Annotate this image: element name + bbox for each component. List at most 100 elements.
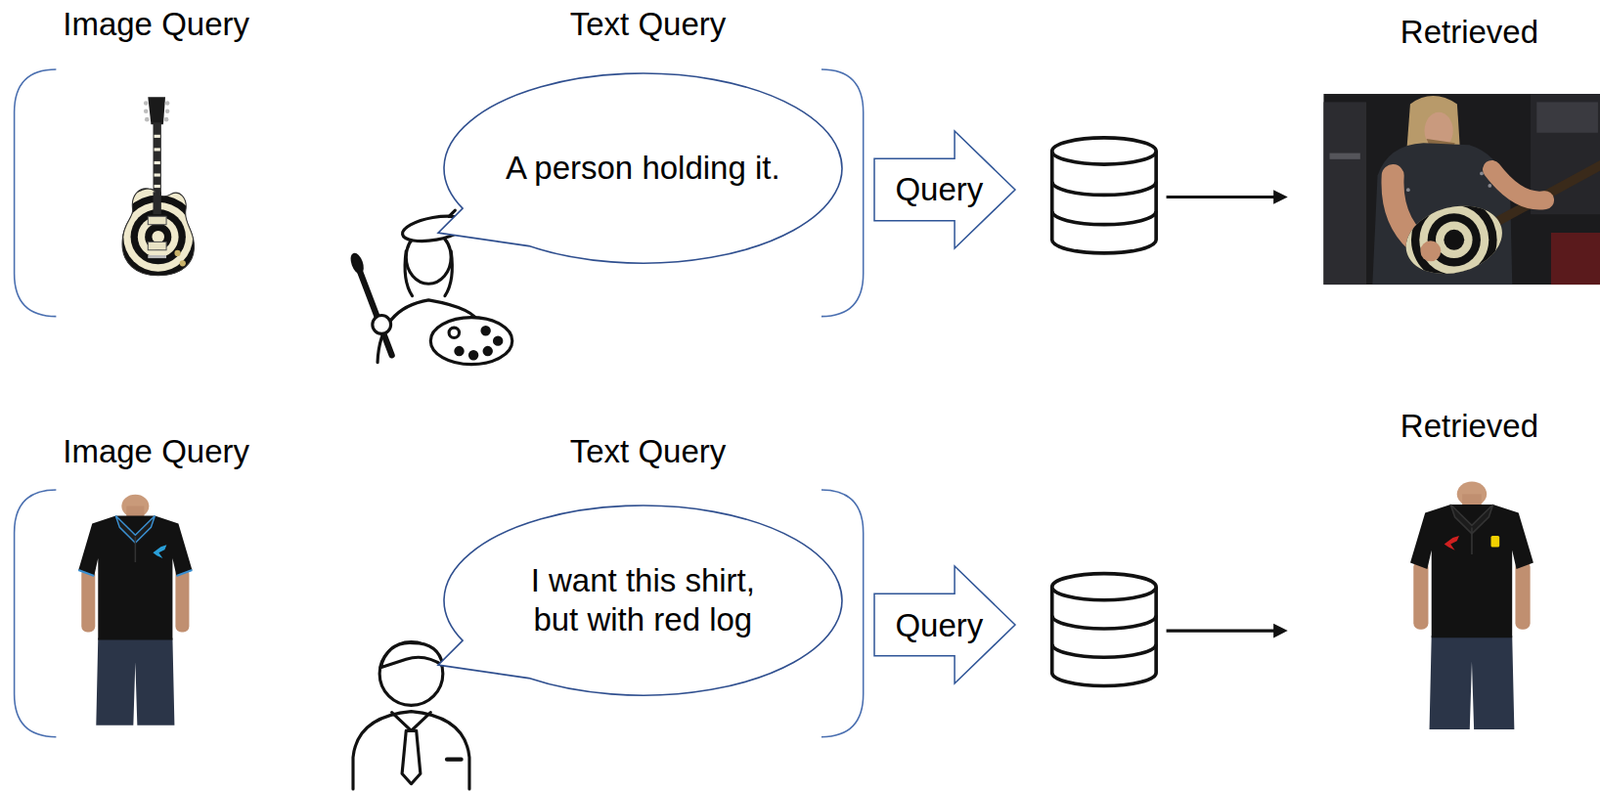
inlay xyxy=(154,173,161,177)
tuner xyxy=(165,100,171,106)
bullseye-ring xyxy=(1435,222,1473,260)
bullseye-ring xyxy=(131,209,186,265)
artist-beret-stem xyxy=(448,210,455,217)
guitar-inlays xyxy=(154,134,161,188)
arrow-head xyxy=(1273,623,1289,639)
artist-palette xyxy=(430,317,512,365)
text-holder: A person holding it. xyxy=(444,73,843,264)
photo-equipment xyxy=(1330,153,1361,160)
guitar-bridge xyxy=(147,255,167,259)
businessman-collar xyxy=(392,712,432,732)
guitar-knob xyxy=(174,250,180,257)
guitar-neck xyxy=(153,122,162,217)
tuner xyxy=(143,108,149,114)
photo-equipment xyxy=(1323,101,1367,285)
bullseye-ring xyxy=(144,223,172,251)
palette-paint xyxy=(469,352,477,359)
bullseye-ring xyxy=(1419,205,1489,275)
bracket-left xyxy=(14,489,57,738)
guitar-body xyxy=(109,183,208,286)
speech-bubble-shape xyxy=(438,73,843,264)
polo-placket xyxy=(1470,527,1473,555)
arrow-head xyxy=(1273,189,1289,205)
shirt-image xyxy=(78,494,192,726)
arrow-label: Query xyxy=(894,606,983,646)
guitar-pickup xyxy=(147,216,167,224)
block-arrow-shape xyxy=(874,131,1016,249)
businessman-body xyxy=(353,711,470,790)
bullseye-ring xyxy=(1443,229,1465,251)
businessman-pocket xyxy=(446,757,462,762)
bullseye-ring xyxy=(151,230,165,244)
guitar-neck-joint xyxy=(153,191,162,215)
photo-background xyxy=(1323,93,1600,285)
database-top xyxy=(1052,574,1156,601)
guitarist-photo xyxy=(1323,93,1600,285)
artist-brush xyxy=(358,269,392,356)
text-holder: Query xyxy=(874,566,1016,684)
palette-paint xyxy=(455,347,463,355)
text-holder: I want this shirt, but with red log xyxy=(444,505,843,696)
speech-bubble: A person holding it. xyxy=(444,73,843,264)
speech-bubble: I want this shirt, but with red log xyxy=(444,505,843,696)
result-arrow xyxy=(1166,189,1289,205)
photo-hand xyxy=(1420,240,1441,262)
model-jeans xyxy=(1429,635,1515,730)
database-band xyxy=(1052,615,1156,629)
bullseye-ring xyxy=(1403,188,1506,285)
tuner xyxy=(143,100,149,106)
model-arm xyxy=(1413,560,1428,629)
section-label: Text Query xyxy=(570,433,727,473)
artist-hand xyxy=(372,315,392,335)
photo-guitar-body xyxy=(1397,188,1511,285)
model-arm xyxy=(81,568,95,632)
query-bracket xyxy=(14,69,864,317)
palette-paint xyxy=(484,347,491,355)
text-holder: Query xyxy=(874,131,1016,249)
guitar-knob xyxy=(179,260,186,267)
palette-paint xyxy=(482,327,489,335)
businessman-hair xyxy=(380,642,444,667)
guitar-image xyxy=(109,96,208,286)
yellow-badge xyxy=(1490,535,1500,548)
model-jeans xyxy=(95,637,175,725)
database-band xyxy=(1052,211,1156,225)
tuner xyxy=(165,108,171,114)
guitar-outline xyxy=(122,188,194,276)
polo-shirt xyxy=(1410,504,1534,638)
bubble-text: A person holding it. xyxy=(505,148,781,188)
photo-vest-studs xyxy=(1398,172,1493,192)
database-body xyxy=(1052,150,1156,253)
result-arrow xyxy=(1166,623,1289,639)
businessman-head xyxy=(379,642,444,707)
polo-shirt xyxy=(78,515,192,640)
guitar-headstock xyxy=(147,96,166,125)
inlay xyxy=(154,134,161,138)
arrow-line xyxy=(1166,629,1277,633)
shirt-image xyxy=(1410,482,1534,730)
inlay xyxy=(154,184,161,188)
database-band xyxy=(1052,181,1156,196)
palette-paint xyxy=(494,337,502,345)
inlay xyxy=(154,161,161,165)
stud xyxy=(1487,183,1492,188)
tuner xyxy=(144,117,150,123)
sleeve-tipping xyxy=(78,570,192,577)
section-label: Retrieved xyxy=(1400,13,1539,53)
database-icon xyxy=(1052,137,1156,254)
guitar-pickup xyxy=(147,241,167,250)
tuner xyxy=(164,117,170,123)
palette-thumb-hole xyxy=(448,327,459,338)
arrow-label: Query xyxy=(894,170,983,210)
database-icon xyxy=(1052,574,1156,687)
stud xyxy=(1406,187,1411,192)
stud xyxy=(1479,172,1484,177)
inlay xyxy=(154,147,161,151)
red-logo xyxy=(1444,535,1460,551)
bracket-left xyxy=(14,69,57,317)
bullseye-ring xyxy=(1411,196,1498,283)
photo-guitar-neck xyxy=(1491,163,1600,225)
artist-hair xyxy=(404,251,452,297)
model-arm xyxy=(175,568,189,632)
section-label: Image Query xyxy=(62,4,250,45)
